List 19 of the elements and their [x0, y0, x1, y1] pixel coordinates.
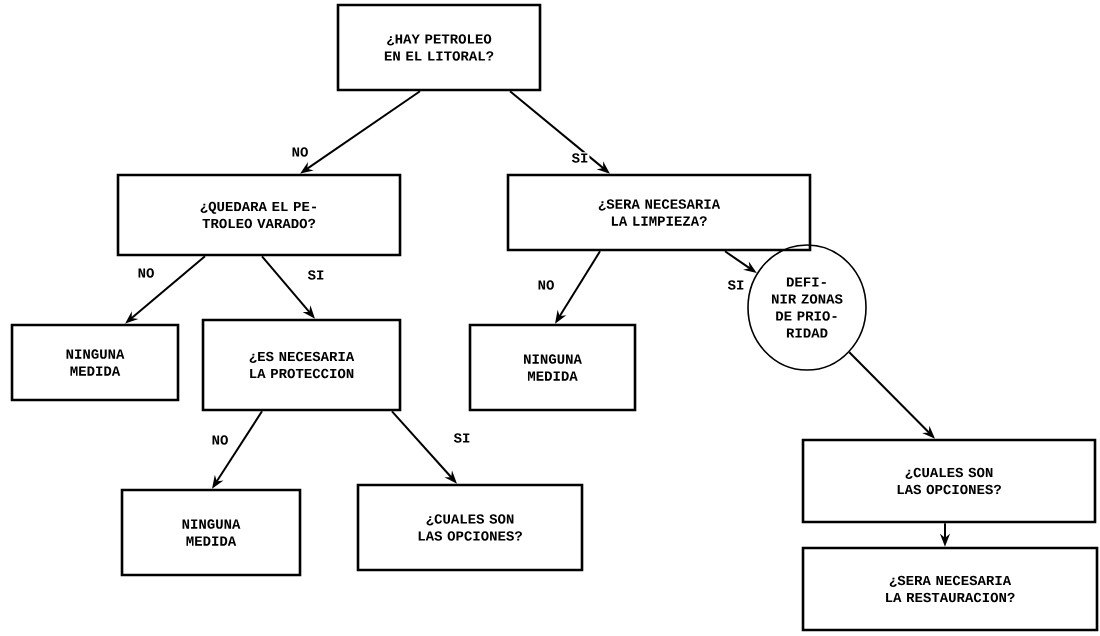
oval-box: DEFI- NIR ZONAS DE PRIO- RIDAD: [747, 244, 867, 371]
edge-label: SI: [570, 152, 590, 164]
question-box: ¿SERA NECESARIA LA RESTAURACION?: [801, 546, 1099, 632]
question-box: ¿CUALES SON LAS OPCIONES?: [356, 483, 584, 572]
question-box: ¿QUEDARA EL PE- TROLEO VARADO?: [116, 173, 402, 257]
question-box: ¿SERA NECESARIA LA LIMPIEZA?: [506, 173, 812, 252]
edge-label: SI: [452, 432, 472, 444]
edge-label: NO: [290, 146, 310, 158]
edge-label: NO: [136, 267, 156, 279]
question-box: NINGUNA MEDIDA: [120, 488, 302, 577]
question-box: ¿ES NECESARIA LA PROTECCION: [201, 318, 402, 412]
edge-label: SI: [306, 269, 326, 281]
question-box: NINGUNA MEDIDA: [468, 323, 637, 412]
question-box: NINGUNA MEDIDA: [10, 323, 180, 402]
edge-label: SI: [726, 279, 746, 291]
question-box: ¿CUALES SON LAS OPCIONES?: [801, 438, 1097, 524]
edge-label: NO: [210, 434, 230, 446]
question-box: ¿HAY PETROLEO EN EL LITORAL?: [336, 3, 542, 92]
edge-label: NO: [536, 279, 556, 291]
